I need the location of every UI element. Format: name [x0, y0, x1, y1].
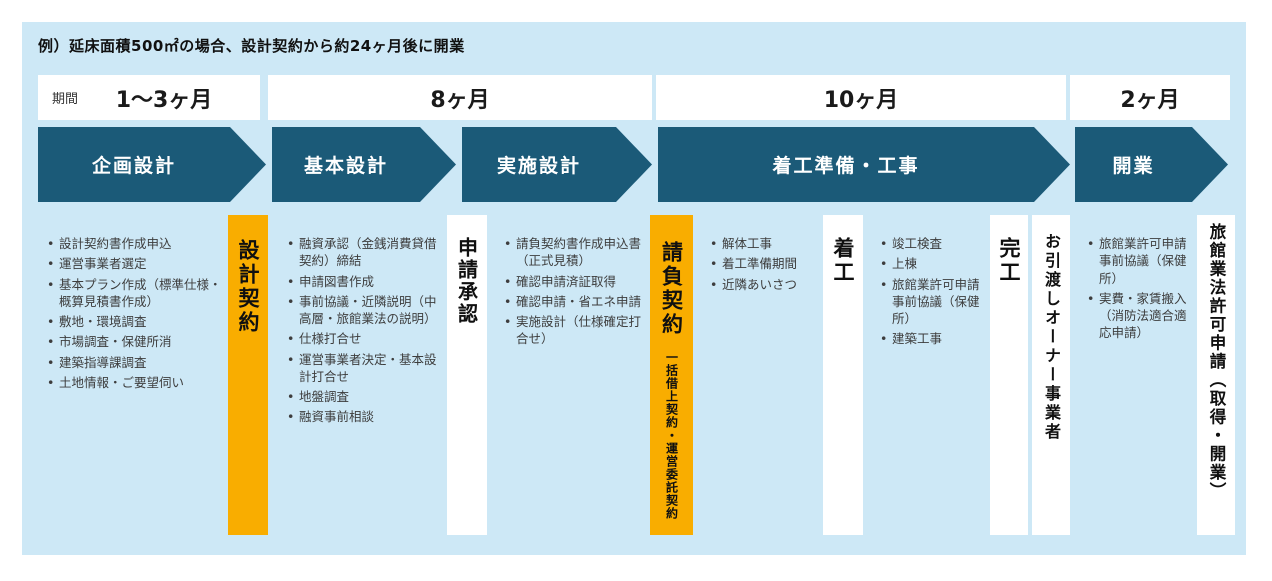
task-item: 確認申請・省エネ申請 [503, 293, 645, 311]
task-list-planning: 設計契約書作成申込運営事業者選定基本プラン作成（標準仕様・概算見積書作成） 敷地・… [38, 215, 224, 394]
task-item: 市場調査・保健所消 [46, 333, 224, 351]
task-item: 設計契約書作成申込 [46, 235, 224, 253]
milestone-construction-contract: 請負契約一括借上契約・運営委託契約 [650, 215, 693, 535]
task-item: 運営事業者選定 [46, 255, 224, 273]
milestone-handover-label: お引渡しオーナー事業者 [1042, 233, 1061, 442]
milestone-construction-contract-label: 請負契約一括借上契約・運営委託契約 [657, 215, 687, 535]
milestone-construction-start: 着工 [823, 215, 863, 535]
task-item: 建築指導課調査 [46, 354, 224, 372]
task-list-detail-design: 請負契約書作成申込書（正式見積） 確認申請済証取得確認申請・省エネ申請実施設計（仕… [495, 215, 645, 351]
task-item: 上棟 [879, 255, 985, 273]
task-list-basic-design: 融資承認（金銭消費貸借契約）締結申請図書作成事前協議・近隣説明（中高層・旅館業法… [278, 215, 444, 429]
milestone-construction-start-label: 着工 [831, 237, 855, 285]
milestone-handover: お引渡しオーナー事業者 [1032, 215, 1070, 535]
task-item: 請負契約書作成申込書（正式見積） [503, 235, 645, 270]
milestone-design-contract: 設計契約 [228, 215, 268, 535]
period-cell-opening: 2ヶ月 [1070, 75, 1230, 120]
phase-arrow-basic-design: 基本設計 [272, 127, 456, 202]
period-cell-construction: 10ヶ月 [656, 75, 1066, 120]
phase-arrow-opening: 開業 [1075, 127, 1228, 202]
task-item: 確認申請済証取得 [503, 273, 645, 291]
milestone-license-opening: 旅館業法許可申請（取得・開業） [1197, 215, 1235, 535]
task-item: 申請図書作成 [286, 273, 444, 291]
task-item: 解体工事 [709, 235, 819, 253]
task-item: 着工準備期間 [709, 255, 819, 273]
phase-arrow-planning: 企画設計 [38, 127, 266, 202]
period-cell-design: 8ヶ月 [268, 75, 652, 120]
milestone-license-opening-label: 旅館業法許可申請（取得・開業） [1207, 223, 1226, 501]
milestone-completion-label: 完工 [997, 237, 1021, 285]
milestone-completion: 完工 [990, 215, 1028, 535]
task-item: 融資承認（金銭消費貸借契約）締結 [286, 235, 444, 270]
milestone-design-contract-label: 設計契約 [236, 239, 260, 335]
task-item: 運営事業者決定・基本設計打合せ [286, 351, 444, 386]
task-list-pre-construction: 解体工事着工準備期間近隣あいさつ [701, 215, 819, 296]
task-item: 近隣あいさつ [709, 276, 819, 294]
example-title: 例）延床面積500㎡の場合、設計契約から約24ヶ月後に開業 [38, 37, 465, 55]
task-item: 仕様打合せ [286, 330, 444, 348]
task-item: 事前協議・近隣説明（中高層・旅館業法の説明） [286, 293, 444, 328]
task-item: 敷地・環境調査 [46, 313, 224, 331]
task-list-opening: 旅館業許可申請事前協議（保健所）実費・家賃搬入（消防法適合適応申請） [1078, 215, 1194, 345]
task-item: 竣工検査 [879, 235, 985, 253]
period-cell-planning: 期間 1〜3ヶ月 [38, 75, 260, 120]
task-item: 地盤調査 [286, 388, 444, 406]
task-item: 融資事前相談 [286, 408, 444, 426]
construction-contract-sub: 一括借上契約・運営委託契約 [664, 351, 679, 520]
task-item: 旅館業許可申請事前協議（保健所） [879, 276, 985, 328]
phase-arrow-construction: 着工準備・工事 [658, 127, 1070, 202]
phase-arrow-detail-design: 実施設計 [462, 127, 652, 202]
task-item: 旅館業許可申請事前協議（保健所） [1086, 235, 1194, 287]
period-duration-planning: 1〜3ヶ月 [115, 87, 213, 113]
task-item: 土地情報・ご要望伺い [46, 374, 224, 392]
task-item: 建築工事 [879, 330, 985, 348]
milestone-application-approval: 申請承認 [447, 215, 487, 535]
construction-contract-main: 請負契約 [659, 241, 684, 337]
task-item: 実施設計（仕様確定打合せ） [503, 313, 645, 348]
task-item: 基本プラン作成（標準仕様・概算見積書作成） [46, 276, 224, 311]
hotel-opening-timeline-diagram: 例）延床面積500㎡の場合、設計契約から約24ヶ月後に開業 期間 1〜3ヶ月 8… [22, 22, 1246, 555]
task-item: 実費・家賃搬入（消防法適合適応申請） [1086, 290, 1194, 342]
milestone-application-approval-label: 申請承認 [454, 237, 479, 325]
period-label: 期間 [52, 92, 79, 107]
task-list-construction: 竣工検査上棟旅館業許可申請事前協議（保健所） 建築工事 [871, 215, 985, 351]
